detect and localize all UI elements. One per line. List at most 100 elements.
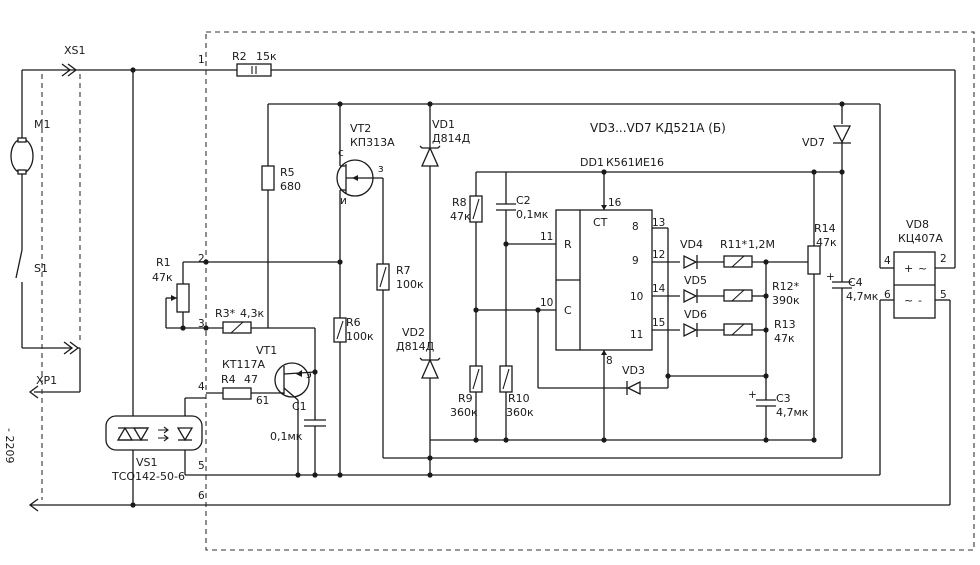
ic-dd1: DD1 К561ИЕ16 СТ R C 16 13 8 9 10 11 12 1… [540,156,666,440]
resistor-r13-value: 47к [774,332,795,345]
resistor-r2: R2 15к [232,50,277,77]
resistor-r5-value: 680 [280,180,301,193]
resistor-r10-value: 360к [506,406,534,419]
resistor-r2-label: R2 [232,50,247,63]
transistor-vt2-label: VT2 [350,122,371,135]
capacitor-c3-value: 4,7мк [776,406,809,419]
resistor-r8-label: R8 [452,196,467,209]
diode-vd6: VD6 [683,308,707,338]
ic-dd1-pin-10-left: 10 [540,297,553,309]
ic-dd1-pin-11-left: 11 [540,231,553,243]
resistor-r14-label: R14 [814,222,836,235]
resistor-r13-label: R13 [774,318,796,331]
resistor-r12: R12* 390к [723,280,800,307]
resistor-r12-label: R12* [772,280,800,293]
zener-vd2-type: Д814Д [396,340,435,353]
resistor-r13: R13 47к [723,318,796,345]
resistor-r8: R8 47к [450,195,483,223]
capacitor-c4-value: 4,7мк [846,290,879,303]
pin-5: 5 [198,460,205,472]
resistor-r9-value: 360к [450,406,478,419]
capacitor-c2-label: C2 [516,194,531,207]
optocoupler-vs1-label: VS1 [136,456,158,469]
svg-text:+: + [904,262,913,275]
pin-labels: 1 2 3 4 5 6 [198,54,205,502]
diode-vd5: VD5 [683,274,707,304]
diode-vd6-label: VD6 [684,308,707,321]
capacitor-c4-label: C4 [848,276,863,289]
resistor-r11-label: R11* [720,238,748,251]
zener-vd1-label: VD1 [432,118,455,131]
diodes-note: VD3...VD7 КД521А (Б) [590,121,726,135]
resistor-r14: R14 47к [807,222,837,275]
diode-vd3-label: VD3 [622,364,645,377]
bridge-vd8-type: КЦ407А [898,232,943,245]
side-code: - 2209 [3,428,16,463]
pin-1: 1 [198,54,205,66]
connector-xp1-bottom [28,498,39,512]
zener-vd1-type: Д814Д [432,132,471,145]
optocoupler-vs1: VS1 ТСО142-50-6 [105,415,203,483]
motor-m1: M1 [10,118,51,175]
switch-s1-label: S1 [34,262,48,275]
resistor-r3: R3* 4,3к [215,307,264,334]
ic-dd1-pin-15: 15 [652,317,665,329]
connector-xp1-top [28,385,39,399]
zener-vd1: VD1 Д814Д [419,118,471,167]
svg-text:+: + [826,271,835,283]
resistor-r12-value: 390к [772,294,800,307]
ic-dd1-pin-8-top: 8 [632,221,639,233]
board-outline [205,31,975,551]
switch-s1: S1 [15,249,48,348]
transistor-vt2-pin-z: з [378,163,384,175]
connector-xp1-label: XP1 [36,374,57,387]
ic-dd1-ref: DD1 [580,156,604,169]
transistor-vt2: VT2 КП313А с и з [336,122,395,207]
bridge-vd8-pin4: 4 [884,255,891,267]
capacitor-c4: + C4 4,7мк [826,271,879,303]
ic-dd1-r-label: R [564,238,572,251]
zener-vd2-label: VD2 [402,326,425,339]
pin-4: 4 [198,381,205,393]
resistor-r10: R10 360к [499,365,534,419]
ic-dd1-c-label: C [564,304,572,317]
diode-vd7-label: VD7 [802,136,825,149]
resistor-r14-value: 47к [816,236,837,249]
resistor-r9: R9 360к [450,365,483,419]
ic-dd1-ct-label: СТ [593,216,608,229]
capacitor-c1: C1 0,1мк [270,400,326,443]
ic-dd1-pin-13: 13 [652,217,665,229]
pin-3: 3 [198,318,205,330]
resistor-r7-value: 100к [396,278,424,291]
svg-text:~: ~ [904,294,913,307]
diode-vd7: VD7 [802,125,852,149]
resistor-r4-label: R4 [221,373,236,386]
resistor-r2-value: 15к [256,50,277,63]
capacitor-c1-label: C1 [292,400,307,413]
svg-text:~: ~ [918,262,927,275]
transistor-vt1-type: КТ117А [222,358,266,371]
transistor-vt1-label: VT1 [256,344,277,357]
ic-dd1-pin-11: 11 [630,329,643,341]
bridge-vd8-pin2: 2 [940,253,947,265]
resistor-r9-label: R9 [458,392,473,405]
resistor-r3-value: 4,3к [240,307,264,320]
bridge-vd8-pin6: 6 [884,289,891,301]
pin-2: 2 [198,253,205,265]
capacitor-c3: + C3 4,7мк [748,389,809,419]
resistor-r4: R4 47 [221,373,258,400]
ic-dd1-pin-9: 9 [632,255,639,267]
transistor-vt2-pin-c: с [338,147,344,159]
resistor-r5-label: R5 [280,166,295,179]
resistor-r6-label: R6 [346,316,361,329]
resistor-r11: R11* 1,2М [720,238,775,268]
resistor-r11-value: 1,2М [748,238,775,251]
resistor-r8-value: 47к [450,210,471,223]
resistor-r7-label: R7 [396,264,411,277]
resistor-r6: R6 100к [333,316,374,343]
optocoupler-vs1-type: ТСО142-50-6 [111,470,185,483]
transistor-vt2-type: КП313А [350,136,395,149]
resistor-r3-label: R3* [215,307,236,320]
bridge-vd8-pin5: 5 [940,289,947,301]
